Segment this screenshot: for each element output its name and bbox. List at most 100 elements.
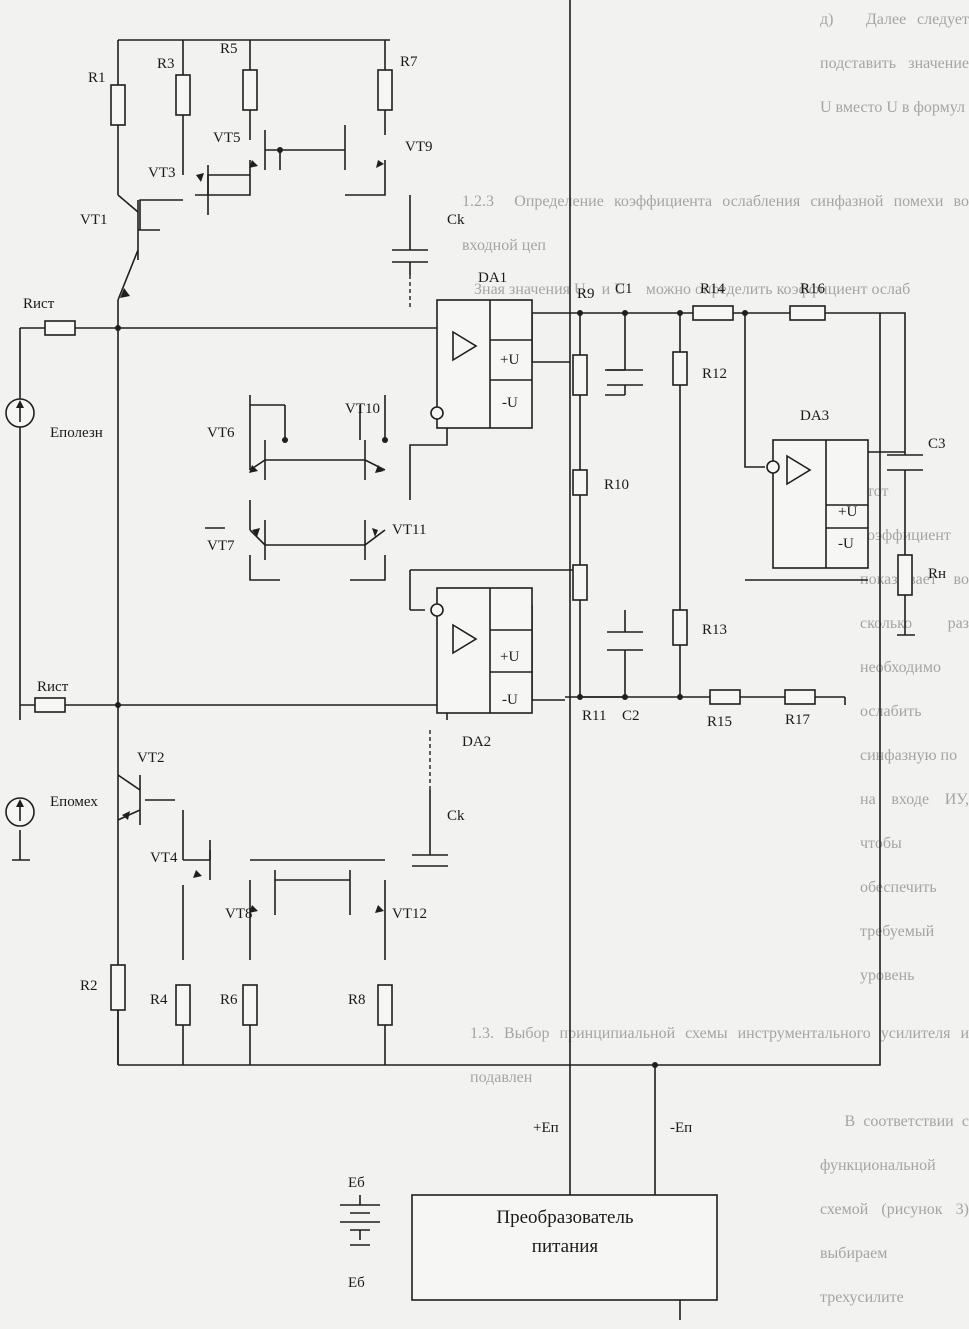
- label-da2: DA2: [462, 734, 491, 750]
- resistor-rist-top: [44, 320, 76, 336]
- resistor-r2: [110, 964, 126, 1011]
- label-r3: R3: [157, 56, 175, 72]
- resistors: [34, 69, 913, 1026]
- label-converter-line1: Преобразователь: [496, 1207, 634, 1228]
- label-vt5: VT5: [213, 130, 241, 146]
- resistor-rn: [897, 554, 913, 596]
- opamp-da2: [430, 587, 533, 714]
- resistor-r8: [377, 984, 393, 1026]
- label-eb-bottom: Еб: [348, 1275, 365, 1291]
- resistor-r13: [672, 609, 688, 646]
- label-da3: DA3: [800, 408, 829, 424]
- label-r7: R7: [400, 54, 418, 70]
- label-vt3: VT3: [148, 165, 176, 181]
- label-vt6: VT6: [207, 425, 235, 441]
- label-rn: Rн: [928, 566, 946, 582]
- label-vt7: VT7: [207, 538, 235, 554]
- label-r15: R15: [707, 714, 732, 730]
- transistor-vt12: [349, 870, 384, 915]
- label-r14: R14: [700, 281, 726, 297]
- resistor-r10: [572, 469, 588, 496]
- transistor-vt10: [364, 440, 384, 480]
- transistor-vt4: [193, 840, 211, 880]
- label-da2-plus-u: +U: [500, 649, 519, 665]
- label-e-pomeh: Епомех: [50, 794, 98, 810]
- background-heading-1-3: 1.3. Выбор принципиальной схемы инструме…: [470, 1025, 969, 1086]
- resistor-r17: [784, 689, 816, 705]
- label-converter-line2: питания: [532, 1236, 599, 1257]
- label-da1-plus-u: +U: [500, 352, 519, 368]
- opamp-da3: [766, 439, 869, 569]
- resistor-r9: [572, 354, 588, 396]
- label-vt8: VT8: [225, 906, 253, 922]
- resistor-r3: [175, 74, 191, 116]
- label-c2: C2: [622, 708, 640, 724]
- label-da3-minus-u: -U: [838, 536, 854, 552]
- background-paragraph-bottom: В соответствии с функциональной схемой (…: [820, 1113, 969, 1306]
- label-minus-en: -Еп: [670, 1120, 692, 1136]
- label-vt4: VT4: [150, 850, 178, 866]
- label-r16: R16: [800, 281, 826, 297]
- label-r17: R17: [785, 712, 811, 728]
- transistor-vt3: [196, 165, 209, 215]
- resistor-r11: [572, 564, 588, 601]
- label-ck-bottom: Ck: [447, 808, 465, 824]
- resistor-r4: [175, 984, 191, 1026]
- label-vt9: VT9: [405, 139, 433, 155]
- transistor-vt8: [249, 870, 276, 915]
- label-r11: R11: [582, 708, 606, 724]
- resistor-r15: [709, 689, 741, 705]
- label-r9: R9: [577, 286, 595, 302]
- label-eb-top: Еб: [348, 1175, 365, 1191]
- label-r8: R8: [348, 992, 366, 1008]
- label-r1: R1: [88, 70, 106, 86]
- resistor-r6: [242, 984, 258, 1026]
- resistor-rist-bottom: [34, 697, 66, 713]
- label-rist-bottom: Rист: [37, 679, 69, 695]
- transistor-vt2: [122, 775, 141, 825]
- signal-source-epolez: [5, 398, 35, 428]
- label-vt11: VT11: [392, 522, 426, 538]
- capacitors: [392, 249, 923, 867]
- label-rist-top: Rист: [23, 296, 55, 312]
- label-vt2: VT2: [137, 750, 165, 766]
- label-r12: R12: [702, 366, 727, 382]
- transistor-vt11: [364, 520, 378, 560]
- background-paragraph-top: д) Далее следует подставить значение U в…: [820, 11, 969, 148]
- label-c1: C1: [615, 281, 633, 297]
- label-da1-minus-u: -U: [502, 395, 518, 411]
- label-r5: R5: [220, 41, 238, 57]
- power-converter-box: [411, 1194, 718, 1301]
- background-heading-1-2-3: 1.2.3 Определение коэффициента ослаблени…: [462, 193, 969, 298]
- label-plus-en: +Еп: [533, 1120, 559, 1136]
- label-e-polez: Еполезн: [50, 425, 103, 441]
- label-ck-top: Ck: [447, 212, 465, 228]
- noise-source-epomeh: [5, 797, 35, 827]
- label-vt12: VT12: [392, 906, 427, 922]
- resistor-r7: [377, 69, 393, 111]
- transistor-vt5: [249, 130, 266, 170]
- resistor-r5: [242, 69, 258, 111]
- battery-eb: [340, 1204, 380, 1231]
- resistor-r1: [110, 84, 126, 126]
- capacitor-ck-bottom: [412, 854, 448, 867]
- label-r4: R4: [150, 992, 168, 1008]
- capacitor-ck-top: [392, 249, 428, 275]
- resistor-r16: [789, 305, 826, 321]
- transistor-vt9: [344, 125, 384, 170]
- label-r13: R13: [702, 622, 727, 638]
- label-r10: R10: [604, 477, 629, 493]
- resistor-r14: [692, 305, 734, 321]
- capacitor-c2: [607, 610, 643, 651]
- label-vt10: VT10: [345, 401, 380, 417]
- label-da3-plus-u: +U: [838, 504, 857, 520]
- label-vt1: VT1: [80, 212, 108, 228]
- transistor-vt7: [252, 520, 266, 560]
- capacitor-c1: [607, 369, 643, 386]
- capacitor-c3: [887, 440, 923, 471]
- transistor-vt1: [120, 200, 160, 298]
- label-r6: R6: [220, 992, 238, 1008]
- resistor-r12: [672, 351, 688, 386]
- transistor-vt6: [249, 440, 266, 480]
